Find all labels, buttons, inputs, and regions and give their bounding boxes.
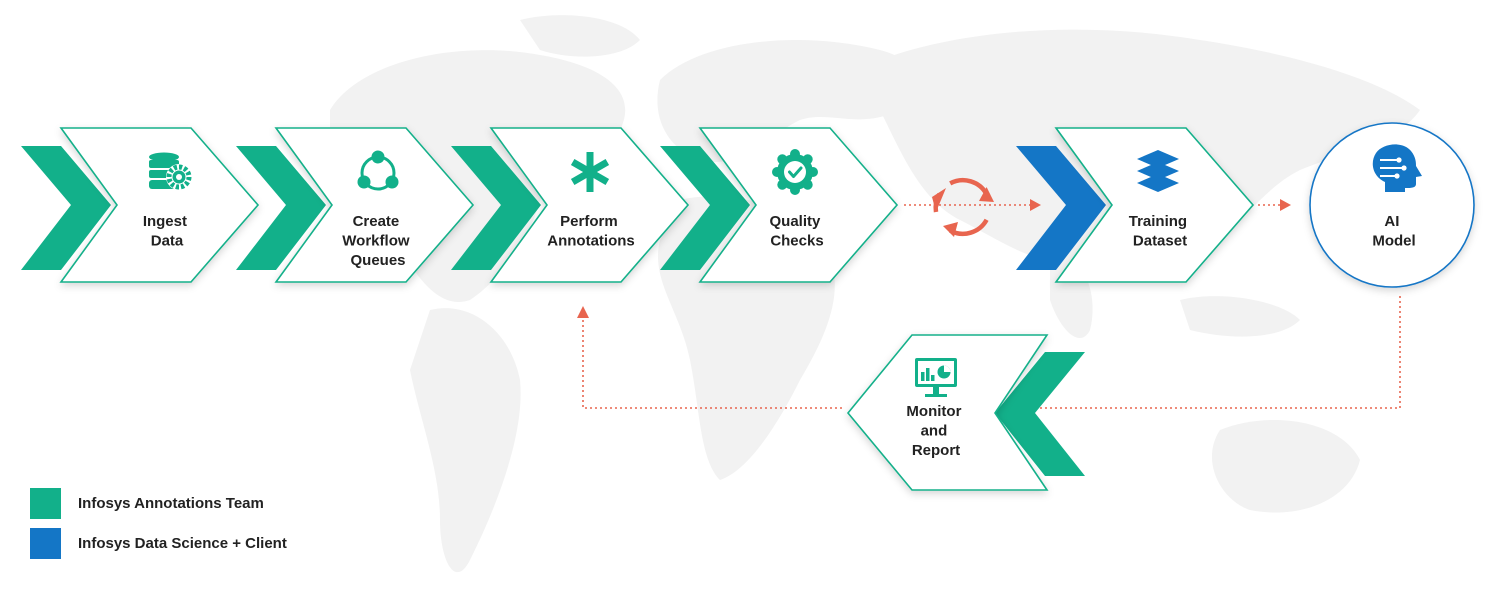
world-map-background bbox=[330, 15, 1420, 573]
step-ingest-label-line-2: Data bbox=[151, 233, 184, 250]
step-quality-label-line-2: Checks bbox=[770, 233, 823, 250]
step-quality-checks[interactable] bbox=[660, 127, 899, 283]
monitor-chart-icon bbox=[915, 358, 957, 397]
ai-head-icon bbox=[1372, 144, 1422, 192]
legend-swatch-green bbox=[30, 488, 61, 519]
monitor-label-line-2: and bbox=[921, 423, 948, 440]
legend-label-annotations-team: Infosys Annotations Team bbox=[78, 495, 264, 512]
database-gear-icon bbox=[149, 152, 192, 190]
step-create-workflow-queues[interactable] bbox=[236, 127, 475, 283]
legend-item-annotations-team: Infosys Annotations Team bbox=[30, 488, 264, 519]
layers-stack-icon bbox=[1137, 150, 1179, 192]
legend-item-data-science-client: Infosys Data Science + Client bbox=[30, 528, 287, 559]
step-training-label-line-1: Training bbox=[1129, 213, 1187, 230]
step-ingest-label-line-1: Ingest bbox=[143, 213, 187, 230]
step-annotate-label: Perform Annotations bbox=[547, 213, 635, 250]
step-workflow-label: Create Workflow Queues bbox=[342, 213, 413, 269]
ai-model-label: AI Model bbox=[1372, 213, 1415, 250]
step-ingest-label: Ingest Data bbox=[143, 213, 191, 250]
workflow-cycle-icon bbox=[357, 150, 399, 191]
step-quality-label: Quality Checks bbox=[769, 213, 824, 250]
step-workflow-label-line-3: Queues bbox=[350, 252, 405, 269]
asterisk-icon bbox=[570, 152, 610, 192]
ai-model-label-line-2: Model bbox=[1372, 233, 1415, 250]
legend-label-data-science-client: Infosys Data Science + Client bbox=[78, 535, 287, 552]
step-training-label-line-2: Dataset bbox=[1133, 233, 1187, 250]
refresh-cycle-icon bbox=[932, 177, 994, 237]
connectors bbox=[582, 204, 1401, 409]
step-training-dataset[interactable] bbox=[1016, 127, 1255, 283]
step-training-label: Training Dataset bbox=[1129, 213, 1192, 250]
step-annotate-label-line-2: Annotations bbox=[547, 233, 635, 250]
ai-model-node[interactable] bbox=[1309, 122, 1475, 288]
connector-arrowheads bbox=[577, 199, 1291, 318]
monitor-label-line-1: Monitor bbox=[906, 403, 961, 420]
step-ingest-data[interactable] bbox=[21, 127, 260, 283]
ai-model-label-line-1: AI bbox=[1384, 213, 1399, 230]
step-quality-label-line-1: Quality bbox=[769, 213, 821, 230]
monitor-label: Monitor and Report bbox=[906, 403, 965, 459]
step-annotate-label-line-1: Perform bbox=[560, 213, 618, 230]
monitor-label-line-3: Report bbox=[912, 442, 960, 459]
step-perform-annotations[interactable] bbox=[451, 127, 690, 283]
step-workflow-label-line-2: Workflow bbox=[342, 233, 410, 250]
legend-swatch-blue bbox=[30, 528, 61, 559]
check-badge-icon bbox=[772, 149, 818, 195]
step-monitor-and-report[interactable] bbox=[846, 334, 1085, 491]
step-workflow-label-line-1: Create bbox=[353, 213, 400, 230]
